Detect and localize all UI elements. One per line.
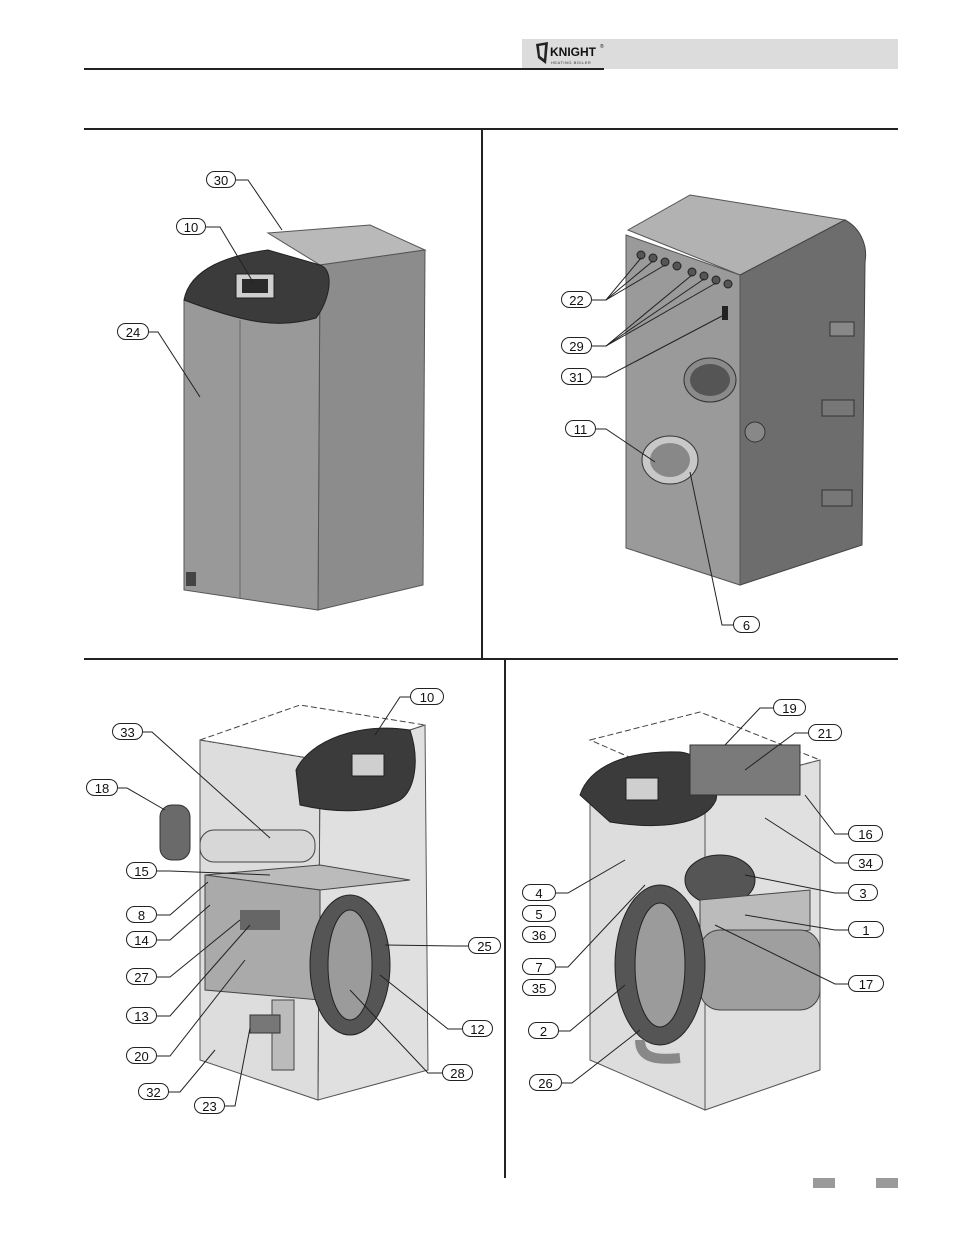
callout-33: 33	[112, 723, 143, 740]
callout-10-interior: 10	[410, 688, 444, 705]
callout-18: 18	[86, 779, 118, 796]
boiler-right-interior	[579, 711, 822, 1111]
footer-mark-right	[876, 1178, 898, 1188]
callout-26: 26	[529, 1074, 562, 1091]
callout-10: 10	[176, 218, 206, 235]
callout-7: 7	[522, 958, 556, 975]
callout-5: 5	[522, 905, 556, 922]
callout-21: 21	[808, 724, 842, 741]
panel-rule-middle	[84, 658, 898, 660]
logo-sub: HEATING BOILER	[551, 60, 591, 65]
callout-4: 4	[522, 884, 556, 901]
callout-8: 8	[126, 906, 157, 923]
callout-28: 28	[442, 1064, 473, 1081]
callout-32: 32	[138, 1083, 169, 1100]
callout-25: 25	[468, 937, 501, 954]
callout-11: 11	[565, 420, 596, 437]
callout-31: 31	[561, 368, 592, 385]
callout-16: 16	[848, 825, 883, 842]
callout-12: 12	[462, 1020, 493, 1037]
logo-tm: ®	[600, 43, 604, 50]
callout-6: 6	[733, 616, 760, 633]
footer-mark-left	[813, 1178, 835, 1188]
callout-14: 14	[126, 931, 157, 948]
knight-logo: KNIGHT ® HEATING BOILER	[536, 42, 604, 65]
callout-35: 35	[522, 979, 556, 996]
boiler-front-exterior	[183, 224, 427, 611]
callout-34: 34	[848, 854, 883, 871]
callout-17: 17	[848, 975, 884, 992]
header-rule	[84, 68, 604, 70]
callout-23: 23	[194, 1097, 225, 1114]
callout-15: 15	[126, 862, 157, 879]
callout-30: 30	[206, 171, 236, 188]
boiler-left-interior	[159, 704, 429, 1101]
header-bar	[522, 39, 898, 69]
callout-1: 1	[848, 921, 884, 938]
panel-divider-upper	[481, 128, 483, 658]
panel-divider-lower	[504, 658, 506, 1178]
callout-19: 19	[773, 699, 806, 716]
callout-22: 22	[561, 291, 592, 308]
logo-text: KNIGHT	[550, 45, 597, 59]
callout-27: 27	[126, 968, 157, 985]
callout-2: 2	[528, 1022, 559, 1039]
callout-29: 29	[561, 337, 592, 354]
boiler-rear-exterior	[625, 194, 867, 586]
callout-13: 13	[126, 1007, 157, 1024]
panel-rule-top	[84, 128, 898, 130]
callout-20: 20	[126, 1047, 157, 1064]
callout-36: 36	[522, 926, 556, 943]
callout-3: 3	[848, 884, 878, 901]
callout-24: 24	[117, 323, 149, 340]
